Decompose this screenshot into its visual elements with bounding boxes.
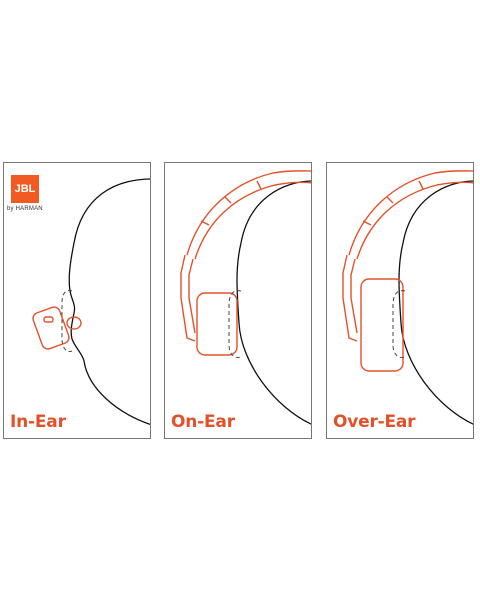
harman-text: by HARMAN <box>7 206 43 212</box>
earbud-icon <box>32 306 82 350</box>
logo-text: JBL <box>14 183 36 195</box>
label-on-ear: On-Ear <box>171 412 235 432</box>
label-over-ear: Over-Ear <box>333 412 416 432</box>
on-ear-illustration <box>180 170 311 425</box>
headband-icon <box>180 170 311 342</box>
headband-icon <box>342 170 473 342</box>
head-outline <box>236 180 311 425</box>
head-outline <box>398 180 473 425</box>
jbl-logo: JBL <box>11 175 39 203</box>
ear-cup-icon <box>196 292 238 356</box>
panel-in-ear: JBL by HARMAN In-Ear <box>3 162 151 439</box>
ear-cup-icon <box>360 278 404 372</box>
label-in-ear: In-Ear <box>10 412 66 432</box>
ear-dashed <box>61 290 73 352</box>
over-ear-illustration <box>342 170 473 425</box>
head-outline <box>68 178 150 425</box>
panel-on-ear: On-Ear <box>164 162 312 439</box>
in-ear-illustration <box>32 178 150 425</box>
panel-over-ear: Over-Ear <box>326 162 474 439</box>
